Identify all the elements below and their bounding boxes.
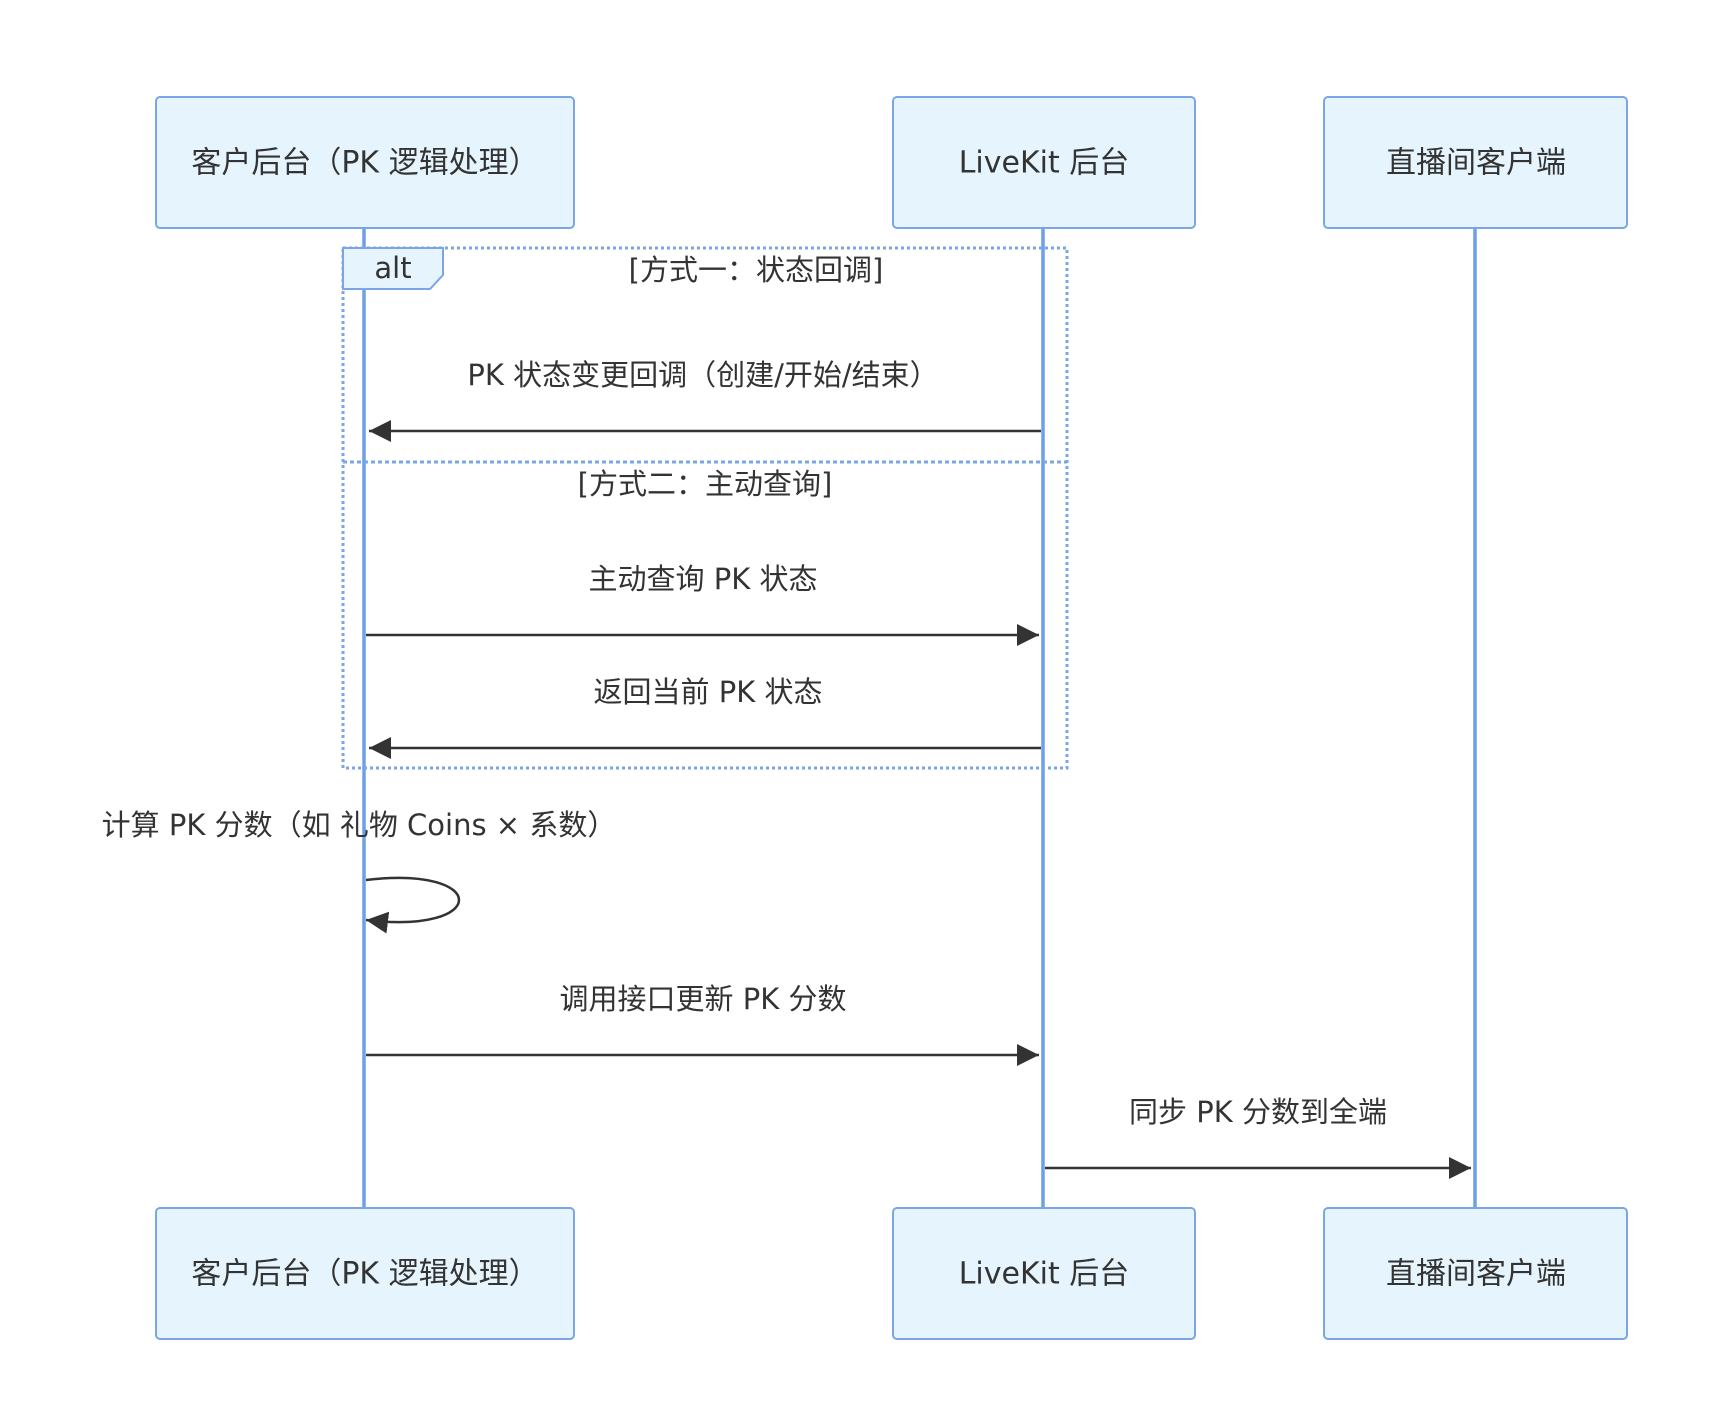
alt-keyword: alt [374,251,411,285]
message-4-loop-arrow [365,876,461,934]
message-6-label: 同步 PK 分数到全端 [1129,1095,1387,1129]
message-5: 调用接口更新 PK 分数 [366,982,1039,1066]
actor-client-bottom: 直播间客户端 [1323,1207,1628,1340]
message-6: 同步 PK 分数到全端 [1045,1095,1471,1179]
actor-livekit-bottom: LiveKit 后台 [892,1207,1196,1340]
actor-client-bottom-label: 直播间客户端 [1386,1257,1566,1292]
actor-backend-top-label: 客户后台（PK 逻辑处理） [191,146,538,181]
actor-client-top-label: 直播间客户端 [1386,146,1566,181]
alt-condition-2: [方式二：主动查询] [578,467,833,501]
message-3-label: 返回当前 PK 状态 [594,675,823,709]
message-1-label: PK 状态变更回调（创建/开始/结束） [467,358,938,392]
message-3: 返回当前 PK 状态 [369,675,1041,759]
alt-block: alt [方式一：状态回调] [方式二：主动查询] [341,246,1069,770]
message-5-label: 调用接口更新 PK 分数 [560,982,847,1016]
message-4-label: 计算 PK 分数（如 礼物 Coins × 系数） [102,808,617,842]
actor-livekit-bottom-label: LiveKit 后台 [959,1257,1130,1292]
actor-livekit-top-label: LiveKit 后台 [959,146,1130,181]
actor-livekit-top: LiveKit 后台 [892,96,1196,229]
actor-backend-bottom-label: 客户后台（PK 逻辑处理） [191,1257,538,1292]
actor-backend-bottom: 客户后台（PK 逻辑处理） [155,1207,575,1340]
alt-frame [341,246,1069,770]
alt-condition-1: [方式一：状态回调] [629,253,884,287]
alt-label-box [342,247,444,290]
message-2: 主动查询 PK 状态 [366,562,1039,646]
message-4-self: 计算 PK 分数（如 礼物 Coins × 系数） [102,808,617,934]
actor-backend-top: 客户后台（PK 逻辑处理） [155,96,575,229]
message-2-label: 主动查询 PK 状态 [589,562,818,596]
message-1: PK 状态变更回调（创建/开始/结束） [369,358,1041,442]
actor-client-top: 直播间客户端 [1323,96,1628,229]
